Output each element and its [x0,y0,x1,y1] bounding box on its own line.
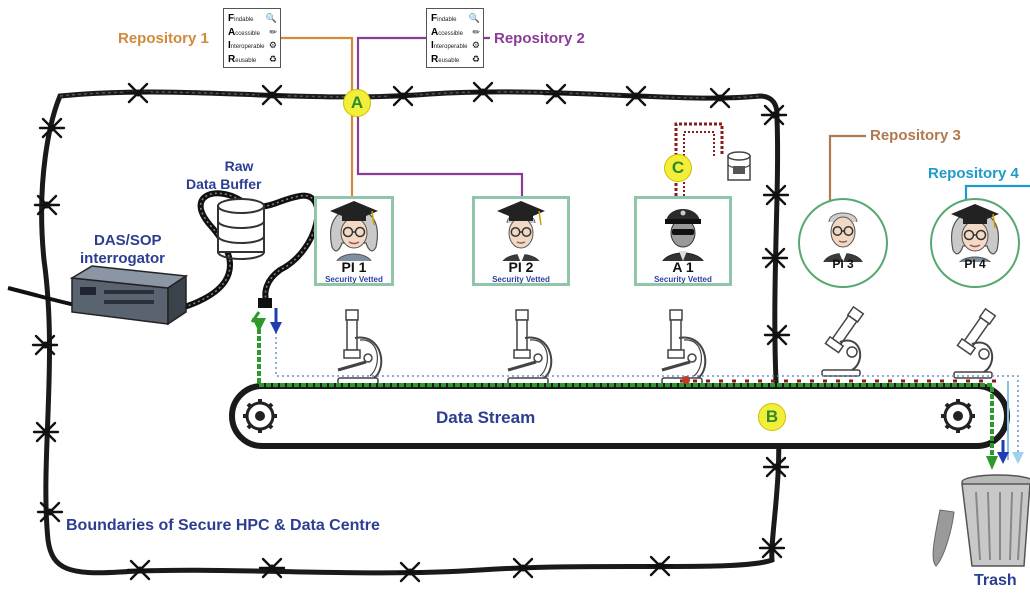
fair-letter: R [228,53,236,65]
key-icon: ✏ [269,26,277,37]
magnifier-icon: 🔍 [265,13,277,24]
fair-letter: F [431,13,438,25]
user-name: PI 1 [341,259,367,275]
key-icon: ✏ [472,26,480,37]
interrogator-label-2: interrogator [80,250,166,267]
user-circle-pi-4: PI 4 [930,198,1020,288]
fair-letter: I [431,40,434,52]
avatar-officer-icon [660,208,706,261]
user-card-pi-1: PI 1 Security Vetted [314,196,394,286]
user-name: PI 2 [508,259,534,275]
fair-letter: I [228,40,231,52]
trash-label: Trash [974,572,1017,589]
repository-1-label: Repository 1 [118,30,209,47]
raw-buffer-label-2: Data Buffer [186,176,262,192]
fair-word: ccessible [235,30,260,37]
fair-letter: R [431,53,439,65]
secure-database-icon [727,151,751,181]
fair-word: ccessible [438,30,463,37]
trash-can-icon [932,474,1030,567]
user-name: PI 3 [832,257,854,271]
recycle-icon: ♻ [471,53,480,64]
magnifier-icon: 🔍 [468,13,480,24]
user-card-a-1: A 1 Security Vetted [634,196,732,286]
fair-word: indable [234,17,254,24]
fair-box-repository-1: Findable 🔍 Accessible ✏ Interoperable⚙ Reu… [223,8,281,68]
user-circle-pi-3: PI 3 [798,198,888,288]
avatar-woman-graduate-icon [950,203,1000,262]
raw-buffer-label-1: Raw [224,158,254,174]
avatar-man-icon [822,212,864,262]
security-vetted-tag: Security Vetted [492,275,550,284]
fair-word: nteroperable [433,44,468,51]
repository-4-label: Repository 4 [928,165,1019,182]
user-name: PI 4 [964,257,986,271]
gears-icon: ⚙ [268,40,277,51]
fair-letter: F [228,13,235,25]
boundary-label: Boundaries of Secure HPC & Data Centre [66,517,380,534]
repository-2-label: Repository 2 [494,30,585,47]
gears-icon: ⚙ [471,40,480,51]
marker-c: C [664,154,692,182]
marker-b: B [758,403,786,431]
fair-word: eusable [235,57,257,64]
marker-a: A [343,89,371,117]
fair-letter: A [431,26,439,38]
user-name: A 1 [672,259,694,275]
avatar-woman-graduate-icon [329,201,379,261]
avatar-man-graduate-icon [496,201,546,261]
fair-word: eusable [438,57,460,64]
fair-letter: A [228,26,236,38]
fair-word: nteroperable [230,44,265,51]
fair-word: indable [437,17,457,24]
recycle-icon: ♻ [268,53,277,64]
fair-box-repository-2: Findable 🔍 Accessible ✏ Interoperable⚙ Reu… [426,8,484,68]
database-icon [217,198,265,260]
data-stream-label: Data Stream [436,408,536,427]
repository-3-label: Repository 3 [870,127,961,144]
interrogator-device-icon [69,265,189,326]
user-card-pi-2: PI 2 Security Vetted [472,196,570,286]
security-vetted-tag: Security Vetted [325,275,383,284]
security-vetted-tag: Security Vetted [654,275,712,284]
interrogator-label-1: DAS/SOP [94,232,162,249]
